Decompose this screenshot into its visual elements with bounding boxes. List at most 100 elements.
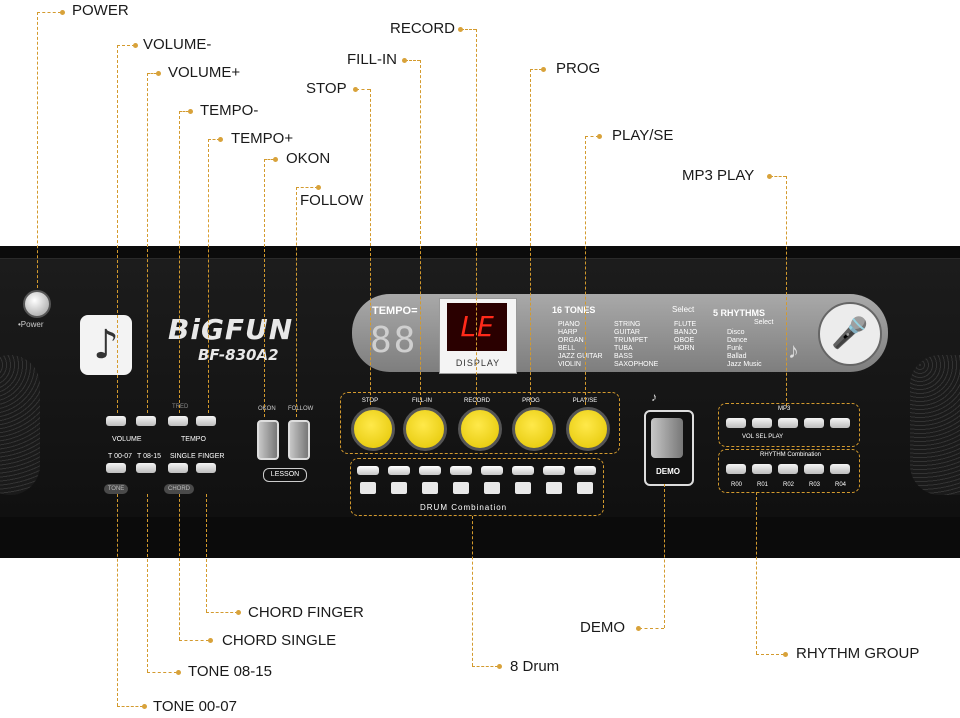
mp3-sel-next-button[interactable] <box>804 418 824 428</box>
display-caption: DISPLAY <box>455 358 501 368</box>
drum-pad-button[interactable] <box>574 466 596 475</box>
drum-icon <box>515 482 531 494</box>
drum-pad-button[interactable] <box>512 466 534 475</box>
tone-item: JAZZ GUITAR <box>558 353 603 360</box>
volume-plus-button[interactable] <box>136 416 156 426</box>
left-speaker-grille <box>0 355 40 495</box>
chord-finger-button[interactable] <box>196 463 216 473</box>
rhythms-select-label: Select <box>754 319 774 326</box>
rhythm-r02-button[interactable] <box>778 464 798 474</box>
okon-button[interactable] <box>257 420 279 460</box>
leader-dot <box>156 71 161 76</box>
leader-line <box>476 29 477 405</box>
drum-group-outline <box>350 458 604 516</box>
chord-single-button[interactable] <box>168 463 188 473</box>
leader-line <box>206 494 207 612</box>
leader-line <box>206 612 238 613</box>
drum-pad-button[interactable] <box>419 466 441 475</box>
tempo-plus-button[interactable] <box>196 416 216 426</box>
volume-label: VOLUME <box>112 436 142 443</box>
play-se-button[interactable] <box>566 407 610 451</box>
leader-dot <box>236 610 241 615</box>
tempo-label: TEMPO <box>181 436 206 443</box>
stop-small-label: STOP <box>361 398 379 404</box>
tones-select-label: Select <box>672 305 695 314</box>
right-speaker-grille <box>910 355 960 495</box>
callout-chord-finger: CHORD FINGER <box>248 604 364 621</box>
power-button[interactable] <box>23 290 51 318</box>
led-display-screen: LE <box>447 303 507 351</box>
prog-button[interactable] <box>512 407 556 451</box>
mp3-vol-minus-button[interactable] <box>726 418 746 428</box>
callout-fill-in: FILL-IN <box>347 51 398 68</box>
tone-item: TUBA <box>614 345 633 352</box>
drum-pad-button[interactable] <box>543 466 565 475</box>
drum-pad-button[interactable] <box>481 466 503 475</box>
callout-play-se: PLAY/SE <box>612 127 674 144</box>
callout-prog: PROG <box>556 60 601 77</box>
leader-dot <box>402 58 407 63</box>
callout-power: POWER <box>72 2 129 19</box>
callout-demo: DEMO <box>580 619 625 636</box>
fill-in-button[interactable] <box>403 407 447 451</box>
tone-item: HORN <box>674 345 695 352</box>
follow-button[interactable] <box>288 420 310 460</box>
tone-item: STRING <box>614 321 641 328</box>
leader-line <box>147 73 157 74</box>
rhythm-r01-button[interactable] <box>752 464 772 474</box>
demo-button[interactable] <box>651 418 683 458</box>
record-button[interactable] <box>458 407 502 451</box>
tone-item: ORGAN <box>558 337 584 344</box>
callout-volume-minus: VOLUME- <box>143 36 212 53</box>
rhythm-item: Jazz Music <box>727 361 762 368</box>
leader-line <box>264 159 274 160</box>
leader-line <box>786 176 787 406</box>
rhythm-code: R00 <box>731 482 743 488</box>
stop-button[interactable] <box>351 407 395 451</box>
tempo-minus-button[interactable] <box>168 416 188 426</box>
tone-item: BANJO <box>674 329 698 336</box>
leader-line <box>117 706 143 707</box>
rhythm-r00-button[interactable] <box>726 464 746 474</box>
fill-in-small-label: FILL-IN <box>411 398 432 404</box>
volume-minus-button[interactable] <box>106 416 126 426</box>
leader-line <box>420 60 421 405</box>
rhythm-r04-button[interactable] <box>830 464 850 474</box>
callout-tone-00-07: TONE 00-07 <box>153 698 237 715</box>
follow-small-label: FOLLOW <box>288 406 314 412</box>
leader-line <box>530 69 531 405</box>
drum-pad-button[interactable] <box>450 466 472 475</box>
drum-pad-button[interactable] <box>388 466 410 475</box>
tone-item: VIOLIN <box>558 361 581 368</box>
leader-dot <box>273 157 278 162</box>
note-icon: ♪ <box>788 338 799 363</box>
tone-00-07-button[interactable] <box>106 463 126 473</box>
leader-line <box>179 111 180 413</box>
callout-tone-08-15: TONE 08-15 <box>188 663 272 680</box>
function-group-outline <box>340 392 620 454</box>
mp3-play-button[interactable] <box>830 418 850 428</box>
leader-dot <box>142 704 147 709</box>
leader-dot <box>188 109 193 114</box>
leader-dot <box>218 137 223 142</box>
tone-tag: TONE <box>104 484 128 494</box>
callout-follow: FOLLOW <box>300 192 364 209</box>
drum-pad-button[interactable] <box>357 466 379 475</box>
tone-08-15-button[interactable] <box>136 463 156 473</box>
drum-icon <box>577 482 593 494</box>
leader-line <box>639 628 664 629</box>
mp3-vol-plus-button[interactable] <box>752 418 772 428</box>
mp3-sel-prev-button[interactable] <box>778 418 798 428</box>
play-se-small-label: PLAY/SE <box>572 398 598 404</box>
mp3-label: MP3 <box>778 406 791 412</box>
leader-dot <box>636 626 641 631</box>
leader-line <box>356 89 370 90</box>
leader-line <box>147 73 148 413</box>
rhythm-group-outline <box>718 449 860 493</box>
rhythm-r03-button[interactable] <box>804 464 824 474</box>
demo-label: DEMO <box>656 467 680 476</box>
okon-small-label: OKON <box>258 406 276 412</box>
finger-label: FINGER <box>198 453 225 460</box>
leader-dot <box>497 664 502 669</box>
leader-line <box>208 139 209 413</box>
